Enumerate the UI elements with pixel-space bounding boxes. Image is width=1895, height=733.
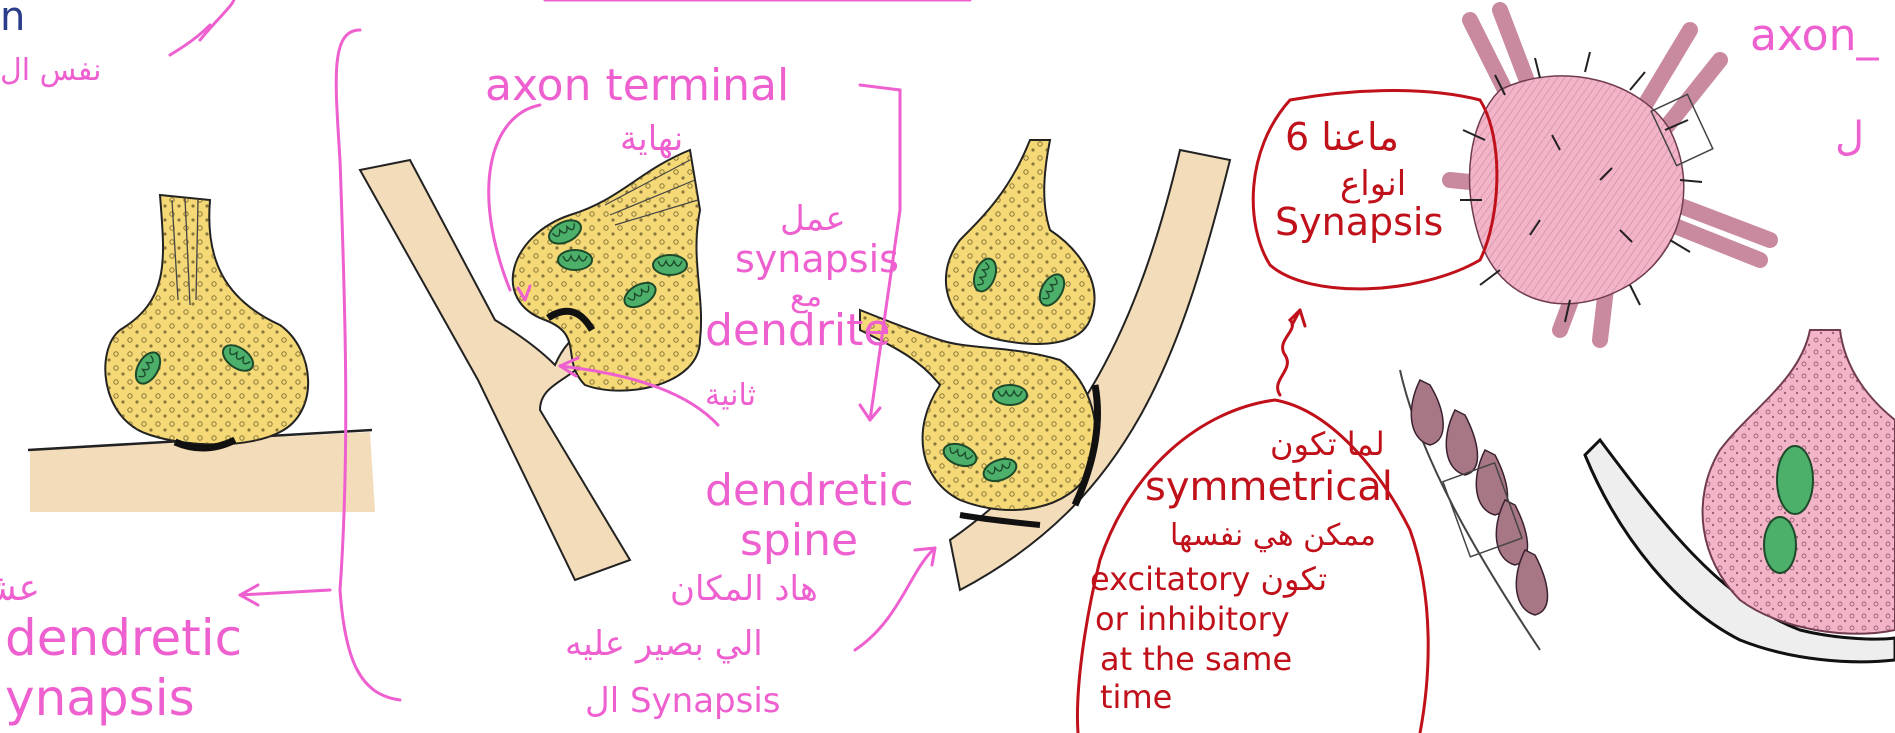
bubble-bottom-line3: ممكن هي نفسها	[1170, 518, 1376, 553]
spine-synapse-figure	[360, 150, 701, 580]
simple-synapse-figure	[28, 195, 375, 512]
bubble-bottom-note: لما تكون symmetrical ممكن هي نفسها excit…	[1090, 425, 1393, 716]
bubble-bottom-line6: at the same	[1100, 640, 1292, 678]
left-bottom-line3: ynapsis	[5, 669, 195, 727]
top-left-line2: نفس ال	[0, 53, 101, 88]
pink-terminal-figure	[1585, 330, 1895, 662]
bottom-middle-note: هاد المكان الي بصير عليه ال Synapsis	[565, 569, 818, 721]
bottom-middle-line2: الي بصير عليه	[565, 624, 763, 664]
squiggle-arrow	[1278, 310, 1300, 395]
top-right-line1: axon_	[1750, 10, 1879, 61]
bubble-bottom-line2: symmetrical	[1145, 464, 1393, 510]
synapsis-middle-note: عمل synapsis مع dendrite ثانية	[705, 199, 899, 413]
bubble-top-line1: ماعنا 6	[1285, 115, 1399, 159]
bottom-middle-line3: ال Synapsis	[585, 681, 781, 721]
synapsis-middle-line1: عمل	[780, 199, 846, 239]
bottom-middle-line1: هاد المكان	[670, 569, 818, 609]
left-bottom-line2: dendretic	[5, 609, 242, 667]
axon-terminal-note: axon terminal نهاية	[485, 60, 789, 159]
spine-note: dendretic spine	[705, 465, 914, 566]
axon-terminal-line1: axon terminal	[485, 60, 789, 111]
bubble-bottom-line1: لما تكون	[1270, 425, 1385, 463]
bubble-bottom-line4: excitatory تكون	[1090, 560, 1327, 598]
synapsis-middle-line2: synapsis	[735, 237, 899, 281]
spine-line1: dendretic	[705, 465, 914, 516]
top-left-line1: n	[0, 0, 25, 40]
bubble-bottom-line5: or inhibitory	[1095, 600, 1290, 638]
left-bottom-note: عشان هيك dendretic ynapsis	[0, 568, 242, 727]
left-bottom-line1: عشان هيك	[0, 568, 40, 609]
top-right-line2: ل	[1835, 114, 1864, 160]
synapsis-middle-line5: ثانية	[705, 378, 756, 413]
bubble-top-line3: Synapsis	[1275, 200, 1443, 244]
bubble-top-line2: انواع	[1340, 164, 1406, 204]
small-terminals-figure	[1400, 370, 1548, 650]
bubble-bottom-line7: time	[1100, 678, 1172, 716]
axon-terminal-line2: نهاية	[620, 119, 683, 159]
top-left-note: n نفس ال	[0, 0, 101, 88]
spine-line2: spine	[740, 515, 858, 566]
top-right-note: axon_ ل	[1750, 10, 1879, 160]
synapsis-middle-line4: dendrite	[705, 305, 890, 356]
bubble-top-note: ماعنا 6 انواع Synapsis	[1275, 115, 1443, 244]
